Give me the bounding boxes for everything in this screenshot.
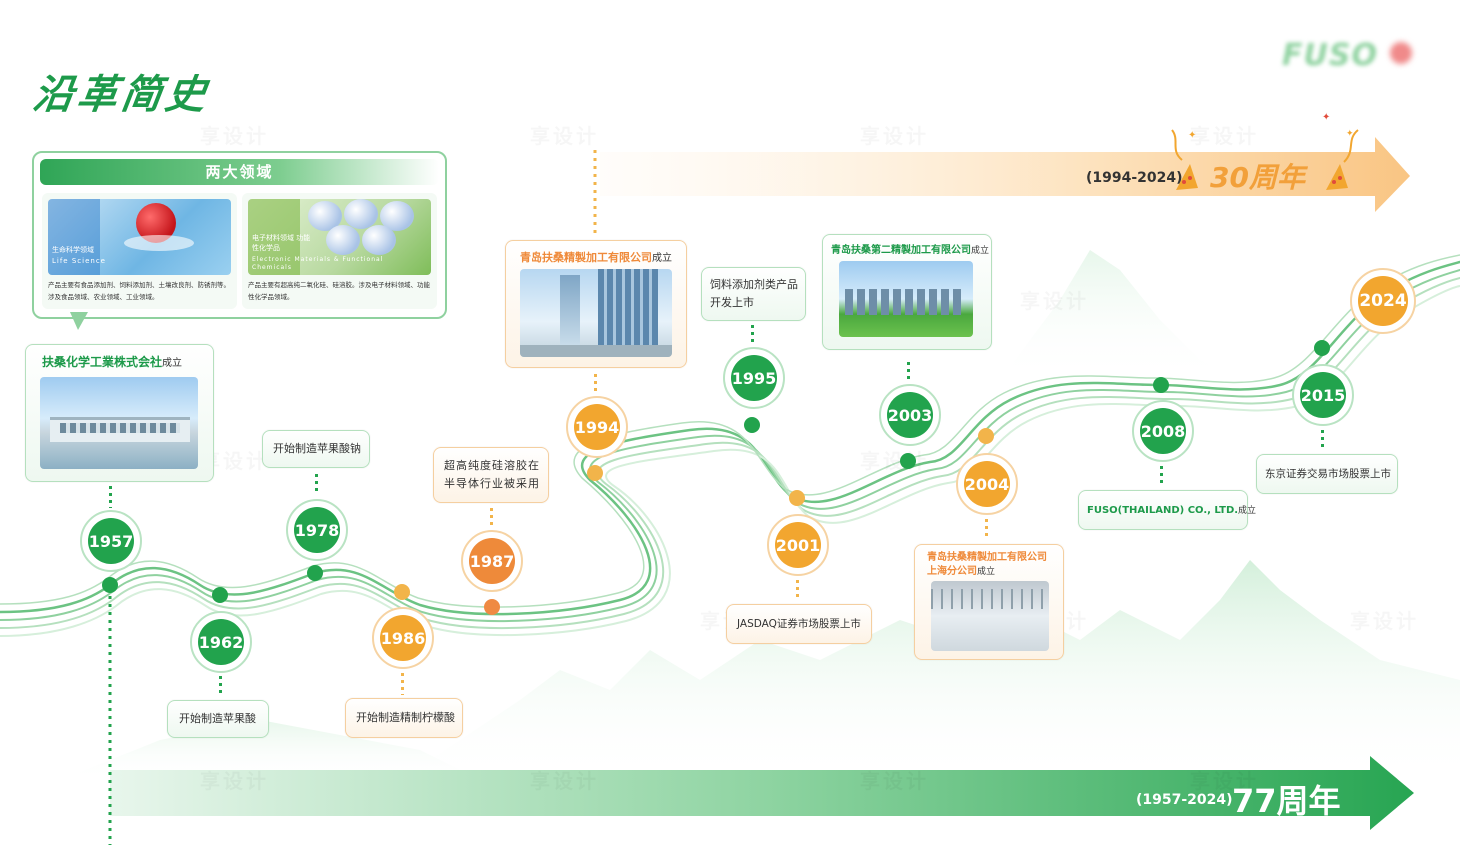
event-1962-text: 开始制造苹果酸	[179, 712, 256, 725]
event-card-1978: 开始制造苹果酸钠	[262, 430, 370, 468]
event-card-1987: 超高纯度硅溶胶在半导体行业被采用	[433, 447, 549, 503]
connector-1962	[219, 676, 222, 696]
field-electronic-label-cn: 电子材料领域 功能性化学品	[252, 234, 311, 252]
event-card-2008: FUSO(THAILAND) CO., LTD.成立	[1078, 490, 1256, 530]
timeline-dot-1957	[102, 577, 118, 593]
office-building-image	[520, 269, 672, 357]
bottom-banner-range: (1957-2024)	[1136, 792, 1233, 808]
connector-1978	[315, 474, 318, 494]
field-electronic-label-en: Electronic Materials & Functional Chemic…	[252, 256, 384, 271]
year-node-2004: 2004	[956, 453, 1018, 515]
factory-building-image	[40, 377, 198, 469]
year-node-1987: 1987	[461, 530, 523, 592]
svg-text:✦: ✦	[1346, 129, 1354, 139]
year-node-1978: 1978	[286, 499, 348, 561]
spheres-image: 电子材料领域 功能性化学品 Electronic Materials & Fun…	[248, 199, 431, 275]
event-card-1957: 扶桑化学工業株式会社成立	[25, 344, 214, 482]
event-2008-title: FUSO(THAILAND) CO., LTD.成立	[1087, 505, 1257, 516]
event-card-1995: 饲料添加剂类产品开发上市	[701, 267, 806, 321]
timeline-dot-2001	[789, 490, 805, 506]
fields-pointer	[70, 312, 88, 330]
event-card-1994: 青岛扶桑精製加工有限公司成立	[505, 240, 687, 368]
page-title: 沿革简史	[30, 72, 213, 118]
timeline-dot-1986	[394, 584, 410, 600]
fields-heading: 两大领域	[40, 159, 439, 185]
warehouse-image	[931, 581, 1049, 651]
event-1994-title: 青岛扶桑精製加工有限公司成立	[520, 251, 672, 264]
field-life-label-en: Life Science	[52, 257, 106, 265]
top-banner-anniversary: 30周年	[1210, 161, 1305, 194]
event-1987-text: 超高纯度硅溶胶在半导体行业被采用	[444, 459, 540, 490]
event-card-2004: 青岛扶桑精製加工有限公司上海分公司成立	[914, 544, 1064, 660]
field-electronic-desc: 产品主要有超高纯二氧化硅、硅溶胶。涉及电子材料领域、功能性化学品领域。	[248, 281, 430, 301]
svg-text:✦: ✦	[1188, 130, 1196, 141]
year-node-1995: 1995	[723, 347, 785, 409]
timeline-dot-2015	[1314, 340, 1330, 356]
event-2015-text: 东京证券交易市场股票上市	[1265, 468, 1391, 480]
connector-2015	[1321, 430, 1324, 450]
svg-text:✦: ✦	[1322, 112, 1330, 123]
party-popper-icon: ✦	[1171, 129, 1198, 190]
event-1978-text: 开始制造苹果酸钠	[273, 442, 361, 455]
event-1995-text: 饲料添加剂类产品开发上市	[710, 278, 798, 309]
timeline-dot-1995	[744, 417, 760, 433]
year-node-1957: 1957	[80, 510, 142, 572]
event-2001-text: JASDAQ证券市场股票上市	[737, 618, 861, 630]
connector-1987	[490, 508, 493, 528]
connector-2001	[796, 580, 799, 600]
year-node-2008: 2008	[1132, 400, 1194, 462]
field-life-science: 生命科学领域 Life Science 产品主要有食品添加剂、饲料添加剂、土壤改…	[42, 193, 237, 309]
timeline-dot-1978	[307, 565, 323, 581]
year-node-1962: 1962	[190, 611, 252, 673]
event-1957-title: 扶桑化学工業株式会社成立	[42, 355, 183, 369]
bottom-banner-anniversary: 77周年	[1232, 782, 1341, 820]
event-card-1986: 开始制造精制柠檬酸	[345, 698, 463, 738]
apple-image: 生命科学领域 Life Science	[48, 199, 231, 275]
timeline-dot-2003	[900, 453, 916, 469]
timeline-dot-1962	[212, 587, 228, 603]
logo-mark-icon	[1390, 42, 1412, 64]
party-popper-icon: ✦ ✦	[1322, 112, 1359, 190]
field-life-label-cn: 生命科学领域	[52, 246, 94, 254]
event-2004-title: 青岛扶桑精製加工有限公司上海分公司成立	[927, 552, 1047, 577]
field-life-desc: 产品主要有食品添加剂、饲料添加剂、土壤改良剂、防锈剂等。涉及食品领域、农业领域、…	[48, 281, 230, 301]
connector-1986	[401, 673, 404, 695]
year-node-2003: 2003	[879, 384, 941, 446]
timeline-dot-2004	[978, 428, 994, 444]
field-electronic: 电子材料领域 功能性化学品 Electronic Materials & Fun…	[242, 193, 437, 309]
year-node-2015: 2015	[1292, 364, 1354, 426]
event-card-2001: JASDAQ证券市场股票上市	[726, 604, 872, 644]
year-node-1994: 1994	[566, 396, 628, 458]
timeline-dot-2008	[1153, 377, 1169, 393]
top-banner-range: (1994-2024)	[1086, 170, 1183, 186]
year-node-2001: 2001	[767, 514, 829, 576]
year-node-1986: 1986	[372, 607, 434, 669]
event-2003-title: 青岛扶桑第二精製加工有限公司成立	[831, 245, 990, 256]
connector-1994	[594, 374, 597, 394]
timeline-dot-1994	[587, 465, 603, 481]
fields-panel: 两大领域 生命科学领域 Life Science 产品主要有食品添加剂、饲料添加…	[32, 151, 447, 319]
connector-2004	[985, 519, 988, 539]
event-card-2003: 青岛扶桑第二精製加工有限公司成立	[822, 234, 992, 350]
company-logo: FUSO	[1282, 38, 1378, 73]
event-card-2015: 东京证券交易市场股票上市	[1256, 454, 1398, 494]
event-card-1962: 开始制造苹果酸	[167, 700, 269, 738]
connector-2008	[1160, 466, 1163, 486]
connector-1957	[109, 486, 112, 508]
timeline-dot-1987	[484, 599, 500, 615]
event-1986-text: 开始制造精制柠檬酸	[356, 711, 455, 724]
connector-2003	[907, 362, 910, 382]
connector-1995	[751, 325, 754, 345]
city-skyline-image	[839, 261, 973, 337]
year-node-2024: 2024	[1350, 268, 1416, 334]
